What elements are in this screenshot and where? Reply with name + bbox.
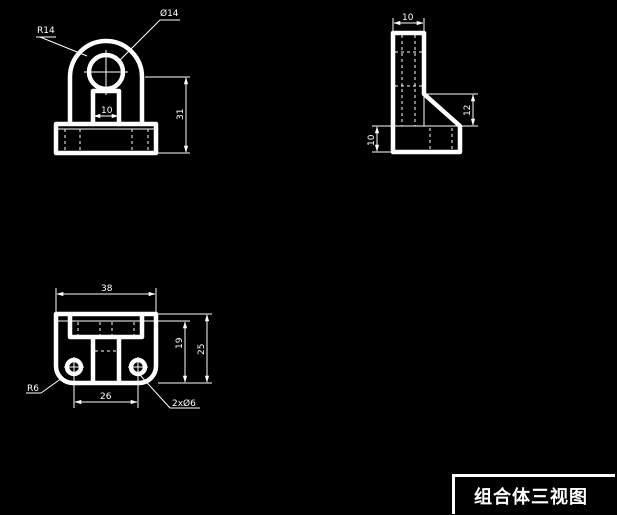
top-width-label: 38 (101, 284, 113, 294)
side-rib-label: 12 (463, 105, 473, 116)
side-outline (390, 30, 463, 155)
front-base (53, 121, 159, 156)
front-height-label: 31 (176, 109, 186, 120)
front-width-label: 10 (101, 106, 113, 116)
side-view: 10 12 10 (367, 13, 478, 155)
front-upright-arch (67, 38, 145, 127)
top-inner-depth-label: 19 (175, 337, 185, 349)
side-base-label: 10 (367, 134, 377, 146)
top-corner-radius-label: R6 (27, 384, 39, 394)
top-outline (53, 311, 159, 386)
title-block (452, 474, 615, 514)
top-depth-label: 25 (197, 344, 207, 355)
side-width-label: 10 (402, 13, 414, 23)
top-upright-section (67, 313, 145, 340)
front-view: R14 Ø14 10 31 (36, 8, 190, 156)
front-diameter-label: Ø14 (160, 8, 179, 19)
top-holes-label: 2xØ6 (172, 398, 196, 409)
top-view: 38 19 25 26 R6 2xØ6 (26, 284, 212, 409)
drawing-title: 组合体三视图 (474, 487, 588, 508)
top-hole-spacing-label: 26 (100, 392, 112, 402)
front-radius-label: R14 (37, 26, 55, 36)
